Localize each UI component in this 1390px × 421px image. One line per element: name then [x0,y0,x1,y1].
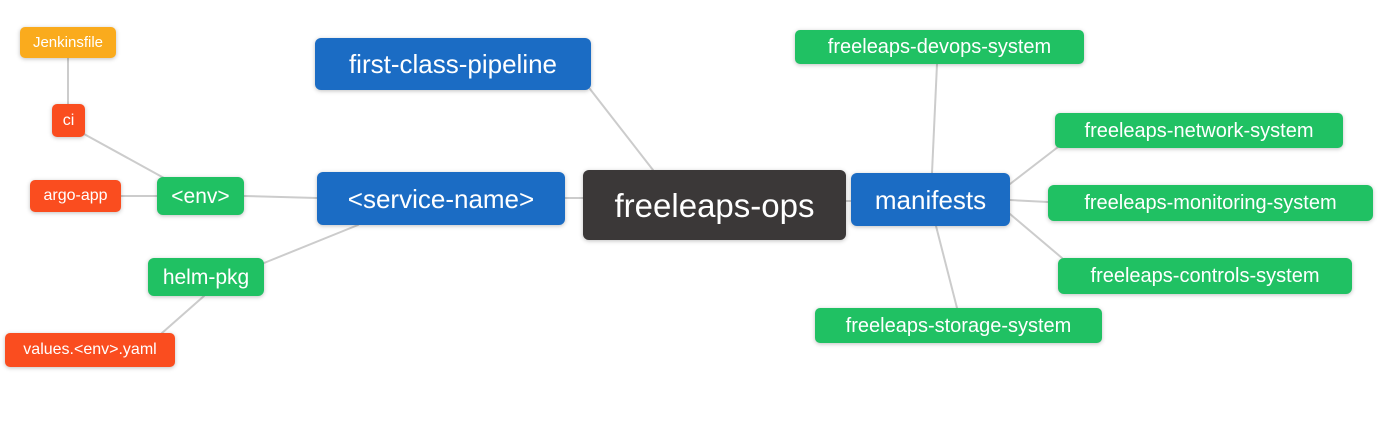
node-env[interactable]: <env> [157,177,244,215]
edge-ci-env [83,133,165,179]
node-helm-pkg[interactable]: helm-pkg [148,258,264,296]
edge-helm-pkg-values [161,295,205,334]
node-values-env-yaml[interactable]: values.<env>.yaml [5,333,175,367]
node-first-class-pipeline[interactable]: first-class-pipeline [315,38,591,90]
node-freeleaps-devops-system[interactable]: freeleaps-devops-system [795,30,1084,64]
edge-manifests-storage [935,225,958,309]
node-freeleaps-ops[interactable]: freeleaps-ops [583,170,846,240]
node-freeleaps-controls-system[interactable]: freeleaps-controls-system [1058,258,1352,294]
edge-manifests-monitoring [1009,199,1049,203]
node-freeleaps-monitoring-system[interactable]: freeleaps-monitoring-system [1048,185,1373,221]
edge-service-name-helm-pkg [263,224,359,264]
node-jenkinsfile[interactable]: Jenkinsfile [20,27,116,58]
node-ci[interactable]: ci [52,104,85,137]
edge-env-service-name [243,195,318,199]
edge-pipeline-ops [589,88,654,171]
node-service-name[interactable]: <service-name> [317,172,565,225]
node-freeleaps-network-system[interactable]: freeleaps-network-system [1055,113,1343,148]
edge-manifests-controls [1009,213,1063,259]
edge-manifests-devops [931,63,938,174]
node-argo-app[interactable]: argo-app [30,180,121,212]
node-manifests[interactable]: manifests [851,173,1010,226]
edge-manifests-network [1009,146,1059,185]
node-freeleaps-storage-system[interactable]: freeleaps-storage-system [815,308,1102,343]
